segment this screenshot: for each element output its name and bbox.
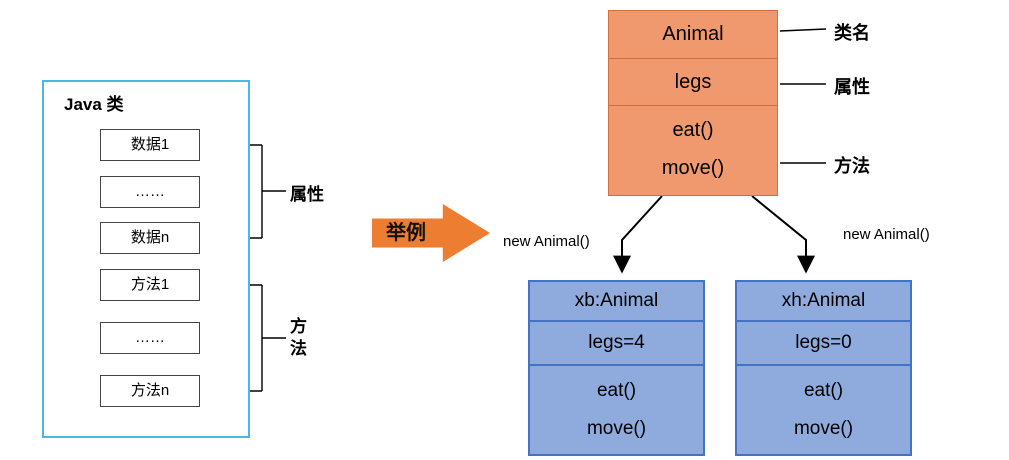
animal-class-name: Animal	[662, 23, 724, 45]
animal-method-move: move()	[661, 156, 725, 179]
instance-xb-methods: eat() move()	[530, 364, 703, 454]
member-box-method-n: 方法n	[100, 375, 200, 407]
instance-xh-attribute: legs=0	[737, 320, 910, 364]
method-callout: 方法	[834, 156, 870, 176]
callout-leader-lines	[779, 28, 827, 164]
member-box-data-ellipsis: ……	[100, 176, 200, 208]
instance-xb-method-eat: eat()	[596, 380, 637, 401]
instantiation-arrows	[613, 195, 815, 274]
instance-box-xh: xh:Animal legs=0 eat() move()	[735, 280, 912, 456]
member-box-method-ellipsis: ……	[100, 322, 200, 354]
example-arrow: 举例	[372, 204, 490, 262]
animal-class-box: Animal legs eat() move()	[608, 10, 778, 196]
new-animal-label-left: new Animal()	[503, 233, 590, 250]
instance-box-xb: xb:Animal legs=4 eat() move()	[528, 280, 705, 456]
member-box-method-1: 方法1	[100, 269, 200, 301]
methods-label: 方法	[290, 317, 307, 359]
arrow-to-xh-instance	[751, 195, 815, 274]
new-animal-label-right: new Animal()	[843, 226, 930, 243]
instance-xh-method-move: move()	[793, 418, 854, 439]
attributes-label: 属性	[290, 185, 324, 204]
instance-xb-attribute: legs=4	[530, 320, 703, 364]
instance-xh-method-eat: eat()	[803, 380, 844, 401]
java-class-title: Java 类	[64, 95, 124, 114]
member-box-data-1: 数据1	[100, 129, 200, 161]
animal-method-eat: eat()	[672, 119, 714, 142]
attribute-callout: 属性	[834, 77, 870, 97]
instance-xb-method-move: move()	[586, 418, 647, 439]
class-name-callout: 类名	[834, 23, 870, 43]
instance-xb-name: xb:Animal	[574, 290, 659, 311]
example-arrow-label: 举例	[386, 222, 426, 244]
instance-xh-methods: eat() move()	[737, 364, 910, 454]
instance-xh-name: xh:Animal	[781, 290, 866, 311]
animal-class-methods: eat() move()	[609, 105, 777, 193]
arrow-to-xb-instance	[613, 195, 663, 274]
animal-class-attribute: legs	[609, 58, 777, 105]
member-box-data-n: 数据n	[100, 222, 200, 254]
